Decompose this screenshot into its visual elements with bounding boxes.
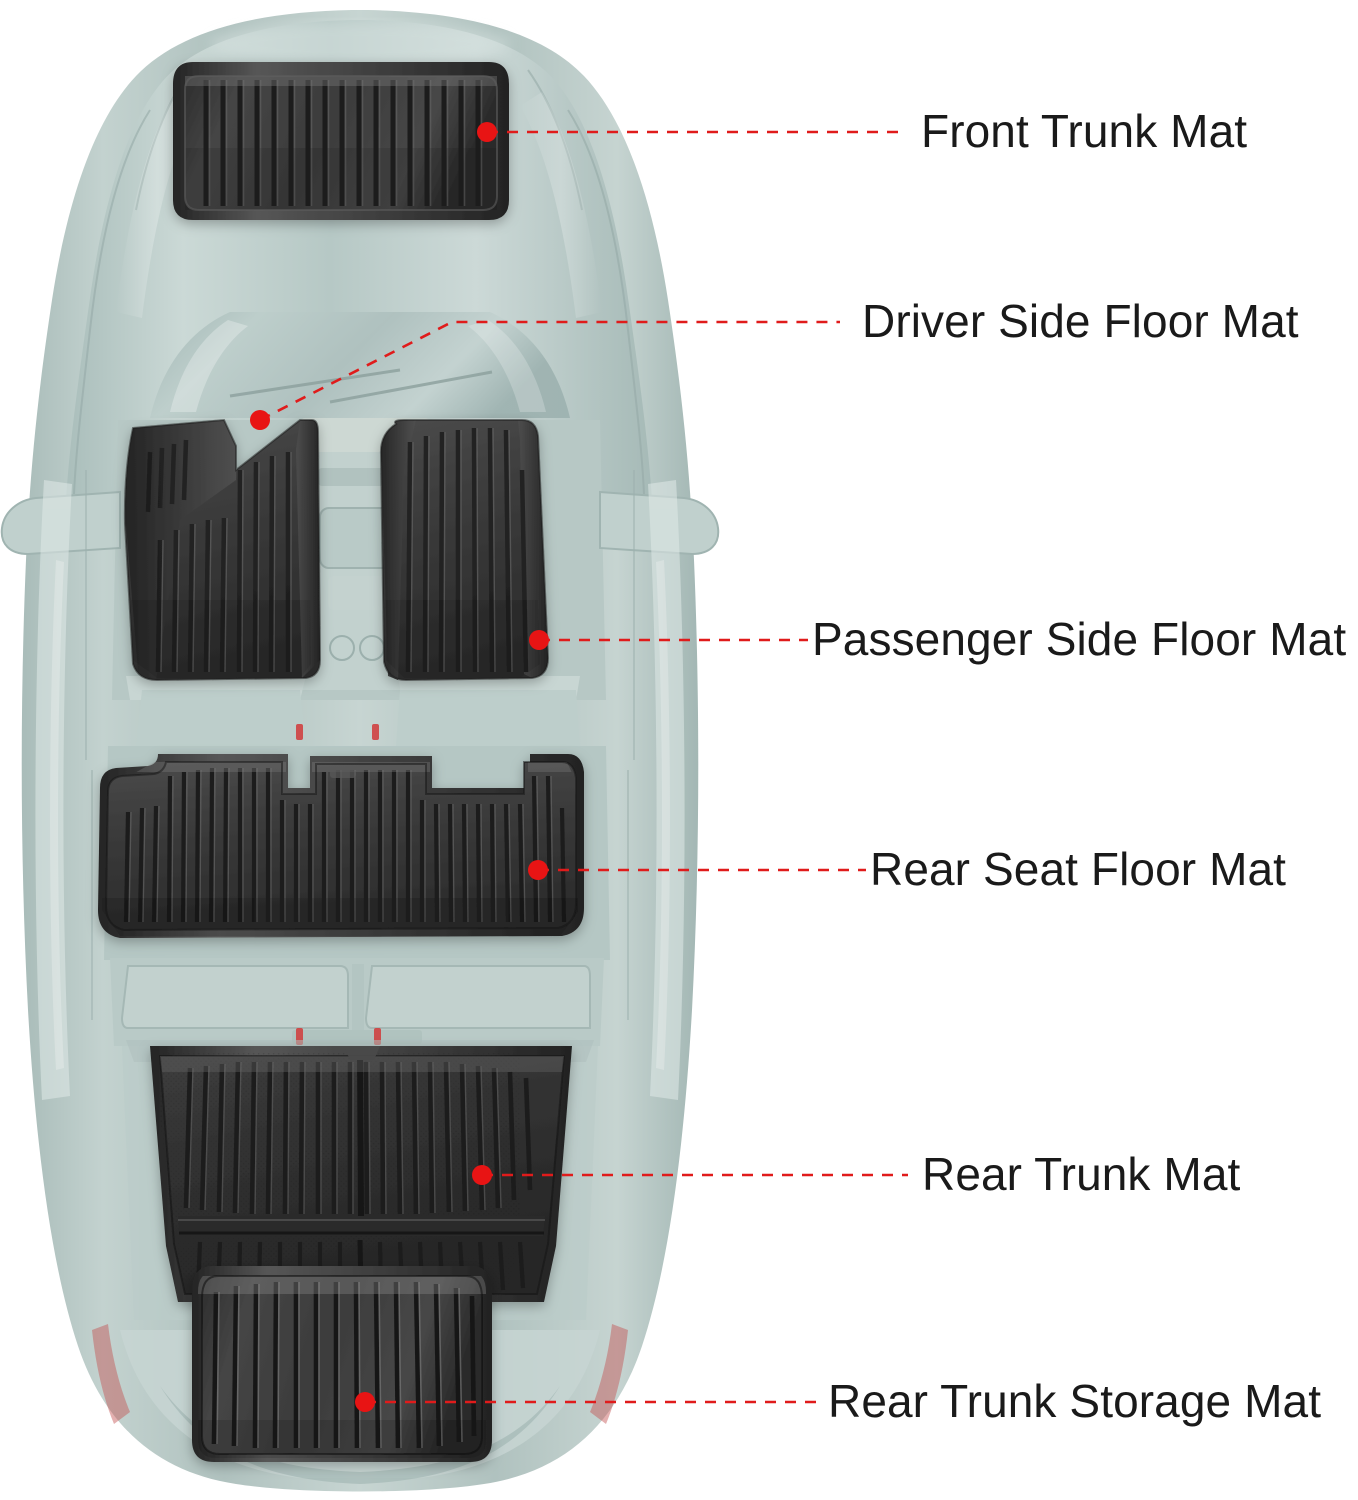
mat-rear-seat bbox=[98, 754, 584, 938]
cupholder-right bbox=[359, 635, 385, 661]
label-driver-side-floor-mat: Driver Side Floor Mat bbox=[862, 295, 1299, 347]
rear-seat-bench bbox=[110, 958, 604, 1046]
rear-trunk-upper-ribs bbox=[183, 1061, 533, 1215]
dot-rear-seat-floor-mat bbox=[528, 860, 548, 880]
door-seams bbox=[85, 470, 635, 1020]
mat-rear-trunk bbox=[150, 1046, 572, 1302]
windshield-wipers bbox=[229, 368, 493, 404]
dot-passenger-side-floor-mat bbox=[529, 630, 549, 650]
storage-mat-ribs bbox=[198, 1276, 486, 1458]
rear-trunk-notch bbox=[344, 1046, 380, 1060]
rear-trunk-top-lip bbox=[160, 1056, 564, 1072]
dot-front-trunk-mat bbox=[477, 122, 497, 142]
label-passenger-side-floor-mat: Passenger Side Floor Mat bbox=[812, 613, 1347, 665]
callout-dots bbox=[250, 122, 549, 1412]
label-rear-trunk-storage-mat: Rear Trunk Storage Mat bbox=[828, 1375, 1322, 1427]
front-trunk-ribs bbox=[185, 76, 497, 210]
tail-lights bbox=[92, 1324, 628, 1424]
callout-leaders bbox=[259, 130, 908, 1404]
nose-highlight bbox=[210, 22, 510, 66]
label-front-trunk-mat: Front Trunk Mat bbox=[921, 105, 1248, 157]
windshield-glare-2 bbox=[468, 320, 546, 412]
front-seats bbox=[136, 690, 580, 746]
driver-mat-ribs bbox=[130, 439, 311, 678]
mat-rear-trunk-storage bbox=[192, 1266, 492, 1462]
dot-rear-trunk-storage-mat bbox=[355, 1392, 375, 1412]
dot-driver-side-floor-mat bbox=[250, 410, 270, 430]
passenger-mat-ribs bbox=[383, 427, 540, 678]
cupholder-left bbox=[329, 635, 355, 661]
rear-trunk-divider bbox=[178, 1216, 545, 1236]
dot-rear-trunk-mat bbox=[472, 1165, 492, 1185]
rear-seat-mat-tab bbox=[330, 770, 356, 778]
windshield-glare bbox=[170, 320, 248, 412]
mat-passenger-side bbox=[379, 419, 550, 682]
rear-trunk-center-seam bbox=[357, 1057, 364, 1219]
mat-driver-side bbox=[123, 418, 322, 682]
label-rear-seat-floor-mat: Rear Seat Floor Mat bbox=[870, 843, 1287, 895]
seat-belt-anchors bbox=[296, 724, 379, 740]
mat-front-trunk bbox=[173, 62, 509, 220]
label-rear-trunk-mat: Rear Trunk Mat bbox=[922, 1148, 1241, 1200]
body-side-highlights bbox=[35, 480, 685, 1100]
